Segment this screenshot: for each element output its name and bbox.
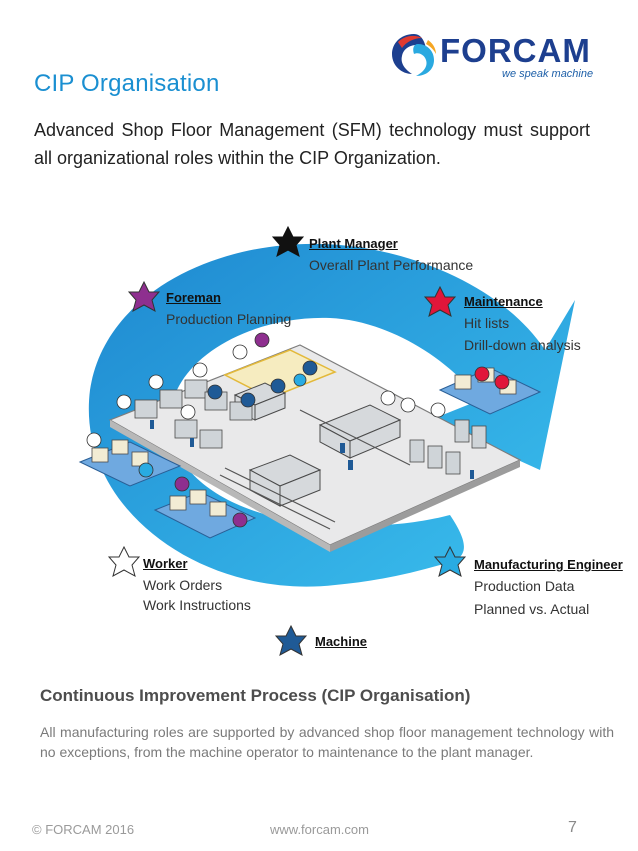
shop-floor xyxy=(108,344,522,552)
role-maintenance: Maintenance Hit lists Drill-down analysi… xyxy=(464,294,581,355)
maintenance-line-2: Drill-down analysis xyxy=(464,337,581,353)
plant-manager-star-icon xyxy=(271,225,305,258)
worker-desk-cluster-left xyxy=(78,439,257,539)
maintenance-title: Maintenance xyxy=(464,294,543,309)
role-foreman: Foreman Production Planning xyxy=(166,290,291,329)
manufacturing-engineer-line-1: Production Data xyxy=(474,578,575,594)
page-number: 7 xyxy=(568,819,577,836)
worker-star-icon xyxy=(107,545,141,578)
role-worker: Worker Work Orders Work Instructions xyxy=(143,556,251,615)
forcam-swirl-icon xyxy=(392,34,436,76)
plant-manager-title: Plant Manager xyxy=(309,236,398,251)
page-subtitle: Advanced Shop Floor Management (SFM) tec… xyxy=(34,120,590,168)
manufacturing-engineer-title: Manufacturing Engineer xyxy=(474,557,623,572)
manufacturing-engineer-line-2: Planned vs. Actual xyxy=(474,601,590,617)
role-manufacturing-engineer: Manufacturing Engineer Production Data P… xyxy=(474,557,623,619)
plant-manager-line-1: Overall Plant Performance xyxy=(309,257,474,273)
foreman-line-1: Production Planning xyxy=(166,311,292,327)
footer-url[interactable]: www.forcam.com xyxy=(270,822,369,837)
logo-wordmark: FORCAM xyxy=(440,32,591,69)
machine-star-icon xyxy=(274,624,308,657)
section-title: Continuous Improvement Process (CIP Orga… xyxy=(40,686,471,705)
maintenance-line-1: Hit lists xyxy=(464,315,510,331)
machine-title: Machine xyxy=(315,634,368,649)
worker-line-2: Work Instructions xyxy=(143,597,251,613)
role-plant-manager: Plant Manager Overall Plant Performance xyxy=(309,236,473,275)
cip-illustration xyxy=(78,225,576,657)
floor-role-stars xyxy=(86,332,510,528)
worker-title: Worker xyxy=(143,556,188,571)
role-machine: Machine xyxy=(315,634,367,649)
section-body: All manufacturing roles are supported by… xyxy=(40,724,614,760)
foreman-star-icon xyxy=(127,280,161,313)
page-title: CIP Organisation xyxy=(34,70,220,97)
maintenance-star-icon xyxy=(423,285,457,318)
foreman-title: Foreman xyxy=(166,290,221,305)
logo-tagline: we speak machine xyxy=(502,68,594,80)
manufacturing-engineer-star-icon xyxy=(433,545,467,578)
footer-copyright: © FORCAM 2016 xyxy=(32,822,135,837)
forcam-logo: FORCAM we speak machine xyxy=(388,30,600,80)
worker-line-1: Work Orders xyxy=(143,577,223,593)
